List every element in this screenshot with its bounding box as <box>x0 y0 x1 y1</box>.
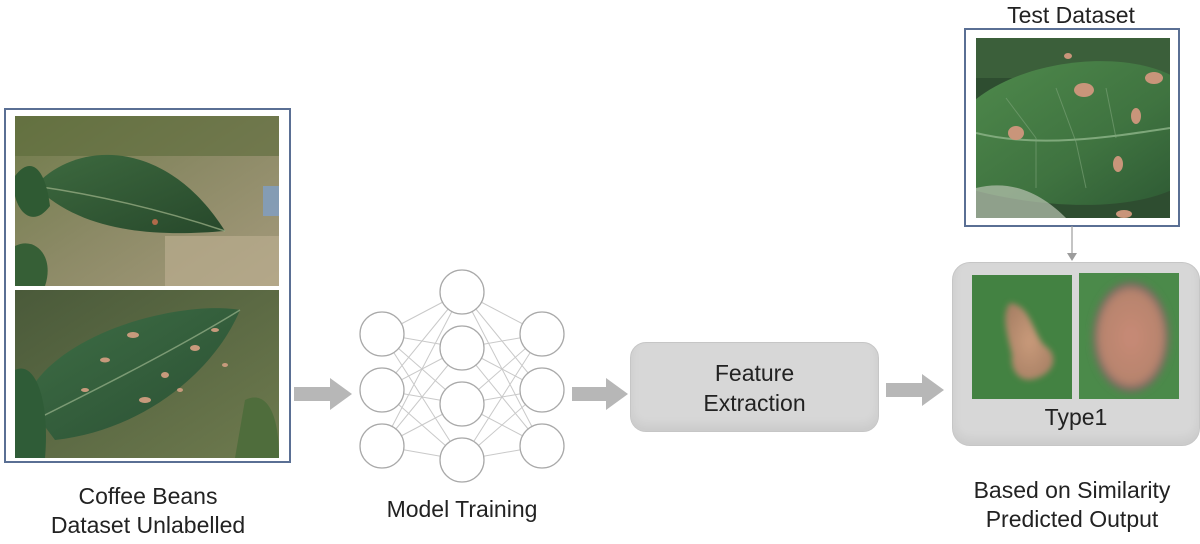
test-dataset-title: Test Dataset <box>1007 2 1135 28</box>
network-connections <box>381 291 543 461</box>
neural-network-diagram <box>359 269 565 483</box>
feature-label-line2: Extraction <box>703 390 806 416</box>
model-caption: Model Training <box>386 496 538 522</box>
predicted-output-panel: Type1 <box>952 262 1200 446</box>
hidden-node <box>439 381 485 427</box>
input-node <box>359 423 405 469</box>
dataset-leaf-photo-bottom <box>15 290 279 458</box>
dataset-caption-line1: Coffee Beans <box>78 483 218 509</box>
hidden-node <box>439 269 485 315</box>
hidden-node <box>439 437 485 483</box>
output-caption-line2: Predicted Output <box>985 506 1159 532</box>
arrow-to-feature <box>572 378 628 410</box>
output-caption: Based on Similarity Predicted Output <box>944 476 1200 534</box>
dataset-caption-line2: Dataset Unlabelled <box>50 512 246 538</box>
arrow-to-output <box>886 374 944 406</box>
output-caption-line1: Based on Similarity <box>973 477 1171 503</box>
test-leaf-photo <box>976 38 1170 218</box>
test-dataset-frame <box>964 28 1180 227</box>
input-node <box>359 367 405 413</box>
output-lesion-photo-2 <box>1079 273 1179 399</box>
dataset-caption: Coffee Beans Dataset Unlabelled <box>0 482 296 540</box>
dataset-frame <box>4 108 291 463</box>
feature-extraction-box: Feature Extraction <box>630 342 879 432</box>
feature-label-line1: Feature <box>714 360 795 386</box>
dataset-leaf-photo-top <box>15 116 279 286</box>
output-node <box>519 311 565 357</box>
output-type-label: Type1 <box>1044 404 1108 430</box>
hidden-node <box>439 325 485 371</box>
input-node <box>359 311 405 357</box>
output-node <box>519 423 565 469</box>
output-node <box>519 367 565 413</box>
test-to-output-arrow <box>1067 226 1077 261</box>
arrow-to-model <box>294 378 352 410</box>
output-lesion-photo-1 <box>972 275 1072 399</box>
